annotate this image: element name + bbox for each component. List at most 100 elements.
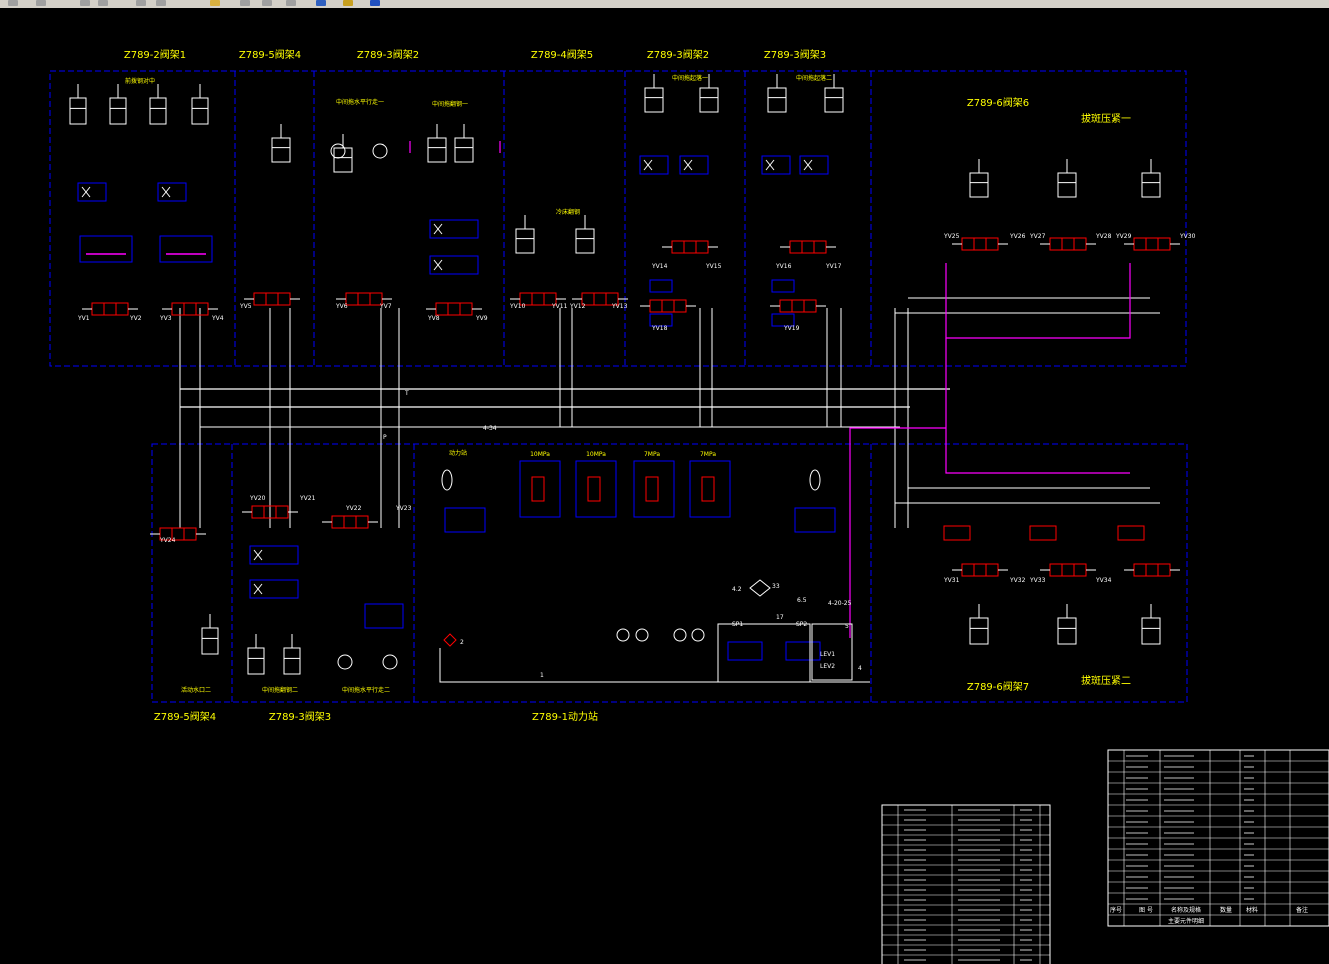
pump	[691, 628, 705, 642]
lock-icon[interactable]	[343, 0, 353, 6]
pilot-check-block	[429, 219, 479, 239]
folder-icon[interactable]	[210, 0, 220, 6]
group-title: Z789-3阀架2	[647, 48, 709, 61]
cylinder	[767, 87, 787, 113]
pump	[635, 628, 649, 642]
parts-list-header: 名称及规格	[1171, 906, 1201, 914]
sub-label: 活动水口二	[181, 686, 211, 694]
pilot-check-block	[157, 182, 187, 202]
pilot-check-block	[799, 155, 829, 175]
valve-tag: YV9	[475, 315, 488, 322]
valve-tag: YV31	[943, 577, 960, 584]
check-mark	[683, 159, 693, 171]
relief-valve-block	[633, 460, 675, 518]
select-icon[interactable]	[80, 0, 90, 6]
parts-list-header: 图 号	[1139, 907, 1153, 914]
valve-tag: YV18	[651, 325, 668, 332]
valve-tag: YV29	[1115, 233, 1132, 240]
pilot-check-block	[679, 155, 709, 175]
misc-label: SP1	[732, 621, 743, 628]
parts-list-header: 序号	[1110, 906, 1122, 914]
filter	[785, 641, 821, 661]
group-title: Z789-6阀架7	[967, 680, 1029, 693]
cylinder	[333, 147, 353, 173]
tool-icon[interactable]	[136, 0, 146, 6]
cylinder	[1141, 172, 1161, 198]
tool-icon[interactable]	[262, 0, 272, 6]
pressure-label: 7MPa	[700, 451, 716, 458]
group-title: Z789-2阀架1	[124, 48, 186, 61]
valve-tag: YV32	[1009, 577, 1026, 584]
group-title: Z789-1动力站	[532, 710, 598, 723]
directional-valve	[671, 240, 709, 254]
cylinder	[283, 647, 301, 675]
tool-icon[interactable]	[156, 0, 166, 6]
pilot-check-block	[429, 255, 479, 275]
check-mark	[253, 549, 263, 561]
tool-icon[interactable]	[8, 0, 18, 6]
cylinder	[1057, 172, 1077, 198]
cylinder	[247, 647, 265, 675]
valve-tag: YV2	[129, 315, 142, 322]
valve-tag: YV28	[1095, 233, 1112, 240]
valve-tag: YV8	[427, 315, 440, 322]
sub-label: 冷床翻钢	[556, 208, 580, 216]
pilot-check-block	[761, 155, 791, 175]
valve-tag: YV19	[783, 325, 800, 332]
group-title: Z789-4阀架5	[531, 48, 593, 61]
cylinder	[699, 87, 719, 113]
cylinder	[149, 97, 167, 125]
valve-tag: YV5	[239, 303, 252, 310]
cylinder	[109, 97, 127, 125]
valve-tag: YV33	[1029, 577, 1046, 584]
filter	[727, 641, 763, 661]
hydraulic-motor	[372, 143, 388, 159]
info-icon[interactable]	[370, 0, 380, 6]
tool-icon[interactable]	[36, 0, 46, 6]
relief-valve	[587, 476, 601, 502]
directional-valve	[91, 302, 129, 316]
tool-icon[interactable]	[286, 0, 296, 6]
cylinder	[427, 137, 447, 163]
valve-tag: YV1	[77, 315, 90, 322]
hydraulic-motor	[382, 654, 398, 670]
cylinder	[1141, 617, 1161, 645]
valve-tag: YV25	[943, 233, 960, 240]
sub-label: 中间拖翻钢一	[432, 100, 468, 108]
sub-label: 中间拖翻钢二	[262, 686, 298, 694]
relief-valve	[531, 476, 545, 502]
check-mark	[253, 583, 263, 595]
valve-tag: YV17	[825, 263, 842, 270]
check-mark	[643, 159, 653, 171]
relief-valve	[771, 313, 795, 327]
misc-label: 4-20-25	[828, 600, 852, 607]
group-title: Z789-3阀架3	[269, 710, 331, 723]
misc-label: 5	[845, 623, 849, 630]
directional-valve	[435, 302, 473, 316]
tool-icon[interactable]	[240, 0, 250, 6]
valve-tag: YV22	[345, 505, 362, 512]
hydraulic-motor	[337, 654, 353, 670]
directional-valve	[1133, 237, 1171, 251]
valve-tag: YV26	[1009, 233, 1026, 240]
cylinder	[271, 137, 291, 163]
directional-valve	[779, 299, 817, 313]
directional-valve	[1049, 237, 1087, 251]
cylinder	[575, 228, 595, 254]
group-title: Z789-6阀架6	[967, 96, 1029, 109]
valve-tag: YV16	[775, 263, 792, 270]
pilot-check-block	[249, 579, 299, 599]
valve-tag: YV30	[1179, 233, 1196, 240]
valve-tag: YV14	[651, 263, 668, 270]
group-subtitle: 拔斑压紧二	[1081, 674, 1131, 687]
globe-icon[interactable]	[316, 0, 326, 6]
cylinder	[454, 137, 474, 163]
parts-list-header: 备注	[1296, 906, 1308, 914]
group-title: Z789-5阀架4	[239, 48, 301, 61]
directional-valve	[1133, 563, 1171, 577]
tool-icon[interactable]	[98, 0, 108, 6]
pilot-check-block	[364, 603, 404, 629]
relief-valve	[771, 279, 795, 293]
